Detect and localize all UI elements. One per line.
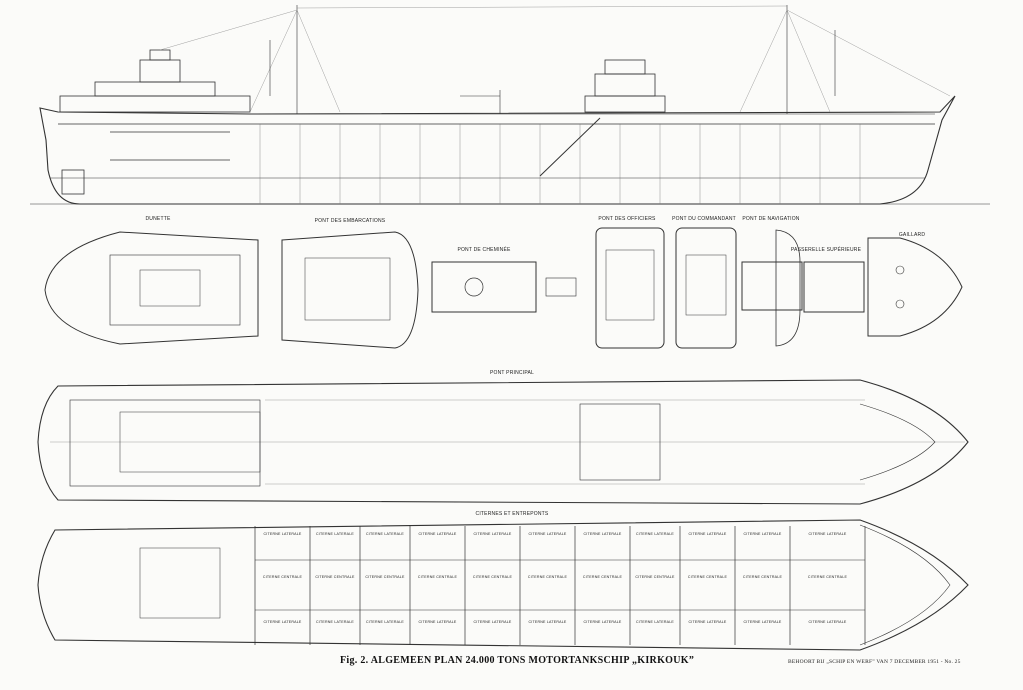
tank-label: CITERNE LATERALE	[263, 532, 302, 536]
tank-label: CITERNE CENTRALE	[807, 575, 848, 579]
aft-superstructure	[59, 49, 251, 195]
tank-label: CITERNE CENTRALE	[262, 575, 303, 579]
tank-label: CITERNE LATERALE	[808, 532, 847, 536]
tank-label: CITERNE LATERALE	[743, 620, 782, 624]
gangway	[539, 117, 601, 177]
deck-commandant	[675, 227, 737, 349]
tank-label: CITERNE LATERALE	[743, 532, 782, 536]
label-citernes: CITERNES ET ENTREPONTS	[475, 511, 549, 517]
label-cheminee: PONT DE CHEMINÉE	[457, 247, 511, 253]
tank-label: CITERNE CENTRALE	[417, 575, 458, 579]
tank-label: CITERNE CENTRALE	[687, 575, 728, 579]
label-pont-principal: PONT PRINCIPAL	[489, 370, 535, 376]
upper-decks-row	[44, 227, 963, 349]
label-dunette: DUNETTE	[145, 216, 171, 222]
deck-dunette	[44, 231, 259, 345]
tank-label: CITERNE LATERALE	[688, 532, 727, 536]
label-passerelle: PASSERELLE SUPÉRIEURE	[790, 247, 862, 253]
tank-label: CITERNE LATERALE	[473, 620, 512, 624]
deck-gaillard	[867, 237, 963, 337]
tank-label: CITERNE CENTRALE	[472, 575, 513, 579]
tank-label: CITERNE LATERALE	[635, 532, 675, 536]
tank-label: CITERNE LATERALE	[315, 532, 355, 536]
tank-label: CITERNE CENTRALE	[365, 575, 405, 579]
label-commandant: PONT DU COMMANDANT	[672, 216, 736, 222]
tank-label: CITERNE LATERALE	[473, 532, 512, 536]
tank-label: CITERNE CENTRALE	[315, 575, 355, 579]
deck-navigation	[741, 261, 803, 311]
tank-label: CITERNE CENTRALE	[635, 575, 675, 579]
wheelhouse-wing	[775, 229, 801, 347]
figure-caption: Fig. 2. ALGEMEEN PLAN 24.000 TONS MOTORT…	[340, 655, 695, 666]
main-deck-plan	[37, 379, 969, 505]
label-officiers: PONT DES OFFICIERS	[598, 216, 656, 222]
label-navigation: PONT DE NAVIGATION	[742, 216, 800, 222]
label-embarcations: PONT DES EMBARCATIONS	[314, 218, 386, 224]
tank-bulkheads	[254, 526, 866, 645]
tank-label: CITERNE LATERALE	[688, 620, 727, 624]
tank-label: CITERNE LATERALE	[263, 620, 302, 624]
deck-passerelle	[803, 261, 865, 313]
tank-label: CITERNE LATERALE	[365, 620, 405, 624]
label-gaillard: GAILLARD	[898, 232, 926, 238]
main-deck-outline	[37, 379, 969, 505]
tank-label: CITERNE LATERALE	[365, 532, 405, 536]
funnel-outline	[464, 277, 484, 297]
tank-label: CITERNE LATERALE	[635, 620, 675, 624]
frame-lines	[259, 124, 861, 204]
tank-plan-outline	[37, 519, 969, 651]
tank-label: CITERNE LATERALE	[315, 620, 355, 624]
deck-embarcations	[281, 231, 419, 349]
hull-profile	[39, 95, 956, 205]
tank-label: CITERNE LATERALE	[583, 620, 622, 624]
tank-label: CITERNE LATERALE	[528, 532, 567, 536]
tank-plan	[37, 519, 969, 651]
figure-credit: BEHOORT BIJ „SCHIP EN WERF” VAN 7 DECEMB…	[788, 659, 961, 665]
deck-officiers	[595, 227, 665, 349]
tank-label: CITERNE LATERALE	[583, 532, 622, 536]
tank-label: CITERNE CENTRALE	[742, 575, 783, 579]
tank-label: CITERNE CENTRALE	[582, 575, 623, 579]
deck-cheminee	[431, 261, 537, 313]
tank-label: CITERNE LATERALE	[808, 620, 847, 624]
side-profile-view	[30, 5, 990, 205]
tank-label: CITERNE LATERALE	[528, 620, 567, 624]
tank-label: CITERNE LATERALE	[418, 620, 457, 624]
masts-and-rigging	[159, 5, 951, 114]
tank-label: CITERNE LATERALE	[418, 532, 457, 536]
tank-label: CITERNE CENTRALE	[527, 575, 568, 579]
bridge-superstructure	[584, 59, 666, 113]
